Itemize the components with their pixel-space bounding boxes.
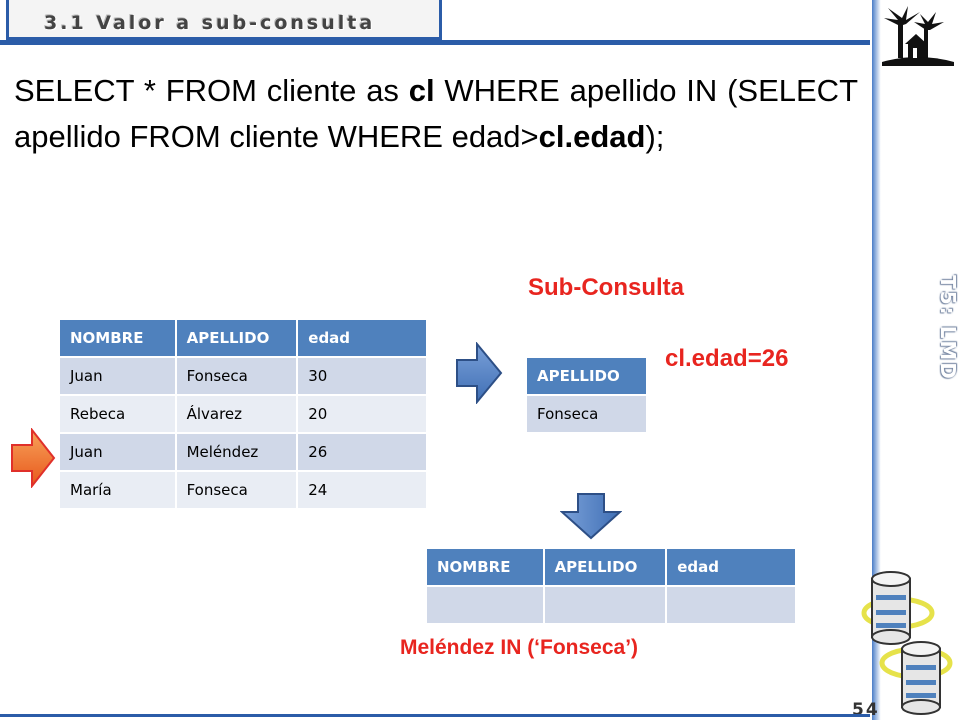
table-cell: Rebeca: [58, 394, 177, 434]
table-cell: 20: [296, 394, 428, 434]
table-row: Juan Fonseca 30: [58, 356, 428, 396]
column-header: NOMBRE: [58, 318, 177, 358]
column-header: APELLIDO: [525, 356, 648, 396]
table-cell: [665, 585, 797, 625]
in-condition-label: Meléndez IN (‘Fonseca’): [400, 636, 639, 659]
unit-label: T5: LMD: [936, 268, 960, 388]
table-cell: Álvarez: [174, 394, 299, 434]
unit-label-text: T5: LMD: [936, 275, 960, 381]
table-cell: María: [58, 470, 177, 510]
down-arrow-icon: [560, 493, 622, 540]
table-row: Rebeca Álvarez 20: [58, 394, 428, 434]
column-header: APELLIDO: [174, 318, 299, 358]
table-cell: [542, 585, 668, 625]
subquery-table: APELLIDO Fonseca: [525, 356, 648, 434]
table-row: María Fonseca 24: [58, 470, 428, 510]
table-cell: Fonseca: [525, 394, 648, 434]
header-rule: [0, 40, 870, 45]
subquery-label: Sub-Consulta: [528, 274, 684, 301]
table-row: Fonseca: [525, 394, 648, 434]
footer-rule: [0, 714, 870, 717]
column-header: APELLIDO: [542, 547, 668, 587]
sql-part-2: WHERE apellido IN (SELECT apellido FROM …: [14, 73, 859, 154]
table-cell: Meléndez: [174, 432, 299, 472]
table-cell: Fonseca: [174, 356, 299, 396]
result-table: NOMBRE APELLIDO edad: [425, 547, 797, 625]
table-cell: Juan: [58, 356, 177, 396]
table-row-current: Juan Meléndez 26: [58, 432, 428, 472]
right-arrow-icon: [456, 342, 503, 404]
table-header-row: NOMBRE APELLIDO edad: [58, 318, 428, 358]
slide-title: 3.1 Valor a sub-consulta: [44, 12, 376, 34]
cliente-table: NOMBRE APELLIDO edad Juan Fonseca 30 Reb…: [58, 318, 428, 510]
table-cell: [425, 585, 545, 625]
column-header: edad: [665, 547, 797, 587]
table-cell: 26: [296, 432, 428, 472]
database-icon: [861, 571, 953, 715]
table-header-row: APELLIDO: [525, 356, 648, 396]
page-number: 54: [852, 700, 880, 720]
title-tab: [6, 0, 442, 40]
column-header: NOMBRE: [425, 547, 545, 587]
sql-statement: SELECT * FROM cliente as cl WHERE apelli…: [14, 68, 858, 160]
table-header-row: NOMBRE APELLIDO edad: [425, 547, 797, 587]
palm-trees-logo-icon: [882, 6, 954, 66]
table-cell: 24: [296, 470, 428, 510]
table-cell: Fonseca: [174, 470, 299, 510]
column-header: edad: [296, 318, 428, 358]
table-cell: 30: [296, 356, 428, 396]
sql-part-3: );: [645, 119, 665, 154]
sql-alias: cl: [408, 73, 435, 108]
table-cell: Juan: [58, 432, 177, 472]
sql-outer-ref: cl.edad: [538, 119, 646, 154]
outer-value-label: cl.edad=26: [665, 345, 789, 372]
table-row-empty: [425, 585, 797, 625]
sql-part-1: SELECT * FROM cliente as: [14, 73, 409, 108]
current-row-arrow-icon: [11, 428, 56, 488]
